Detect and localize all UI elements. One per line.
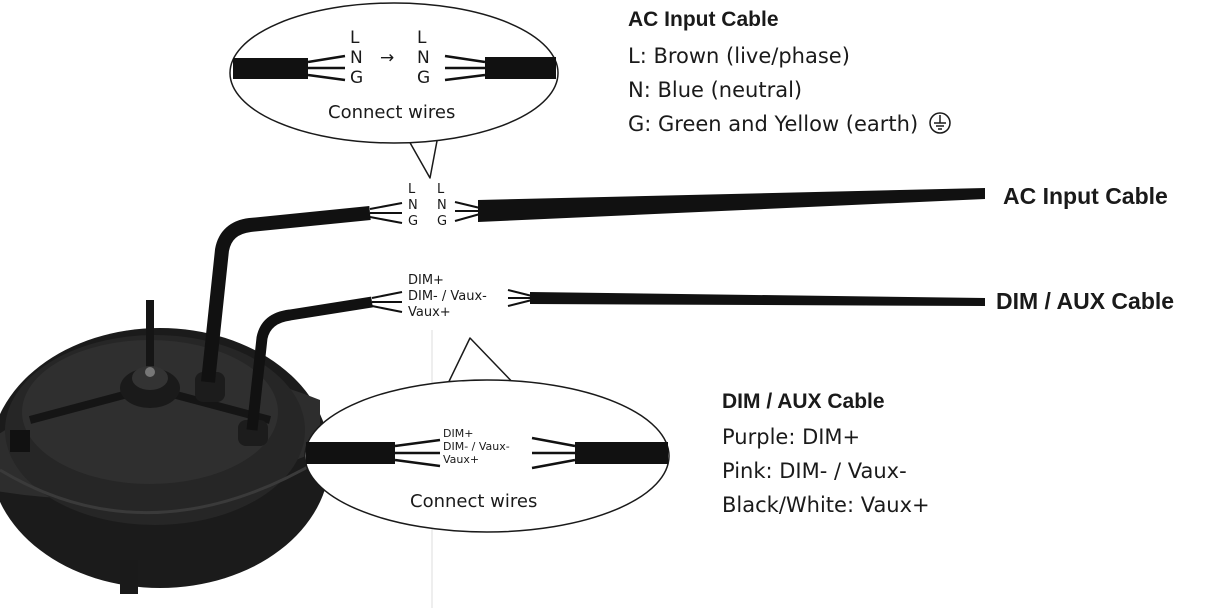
dim-junction-dim-minus: DIM- / Vaux-: [408, 289, 487, 304]
ac-junction-right-labels: L N G: [437, 182, 447, 230]
ac-callout-left-n: N: [350, 48, 363, 68]
dim-aux-cable: [530, 292, 985, 306]
dim-legend-line-blackwhite: Black/White: Vaux+: [722, 493, 930, 517]
ac-legend-line-g-text: G: Green and Yellow (earth): [628, 112, 919, 136]
ac-callout-arrow: →: [380, 48, 395, 68]
dim-cable-label: DIM / AUX Cable: [996, 288, 1175, 314]
ac-callout-right-labels: L N G: [417, 28, 430, 88]
earth-ground-icon: [929, 112, 951, 134]
dim-legend-line-pink: Pink: DIM- / Vaux-: [722, 459, 907, 483]
ac-junction-left-n: N: [408, 198, 418, 213]
dim-junction-vaux-plus: Vaux+: [408, 305, 451, 320]
ac-callout-left-l: L: [350, 28, 360, 48]
dim-legend-heading: DIM / AUX Cable: [722, 390, 885, 413]
ac-junction-left-labels: L N G: [408, 182, 418, 230]
dim-junction-labels: DIM+ DIM- / Vaux- Vaux+: [408, 273, 487, 321]
ac-wire-ends-right: [454, 201, 481, 222]
ac-callout-right-n: N: [417, 48, 430, 68]
dim-callout-caption: Connect wires: [410, 491, 538, 512]
ac-cable-device-side: [201, 206, 371, 383]
ac-callout-right-l: L: [417, 28, 427, 48]
dim-junction-dim-plus: DIM+: [408, 273, 444, 288]
ac-junction-right-n: N: [437, 198, 447, 213]
ac-callout-left-g: G: [350, 68, 364, 88]
ac-junction-left-l: L: [408, 182, 416, 197]
dim-callout-vaux-plus: Vaux+: [443, 453, 480, 466]
ac-callout-caption: Connect wires: [328, 102, 456, 123]
dim-wire-ends-left: [371, 291, 403, 313]
driver-device: [0, 300, 330, 594]
ac-cable-label: AC Input Cable: [1003, 183, 1168, 209]
dim-callout-dim-minus: DIM- / Vaux-: [443, 440, 510, 453]
ac-legend-line-g: G: Green and Yellow (earth): [628, 112, 951, 136]
dim-wire-ends-right: [507, 289, 533, 307]
ac-junction-right-g: G: [437, 214, 448, 229]
ac-junction-right-l: L: [437, 182, 445, 197]
ac-junction-left-g: G: [408, 214, 419, 229]
ac-legend-heading: AC Input Cable: [628, 8, 779, 31]
ac-input-cable: [478, 188, 985, 222]
ac-legend-line-n: N: Blue (neutral): [628, 78, 803, 102]
dim-callout-bubble: [304, 337, 670, 533]
ac-callout-bubble: [229, 2, 559, 179]
ac-callout-left-labels: L N G: [350, 28, 363, 88]
dim-callout-dim-plus: DIM+: [443, 427, 474, 440]
ac-legend-line-l: L: Brown (live/phase): [628, 44, 850, 68]
ac-wire-ends-left: [369, 202, 403, 224]
ac-callout-right-g: G: [417, 68, 431, 88]
dim-cable-device-side: [246, 296, 373, 431]
dim-legend-line-purple: Purple: DIM+: [722, 425, 861, 449]
dim-callout-labels: DIM+ DIM- / Vaux- Vaux+: [443, 427, 510, 466]
